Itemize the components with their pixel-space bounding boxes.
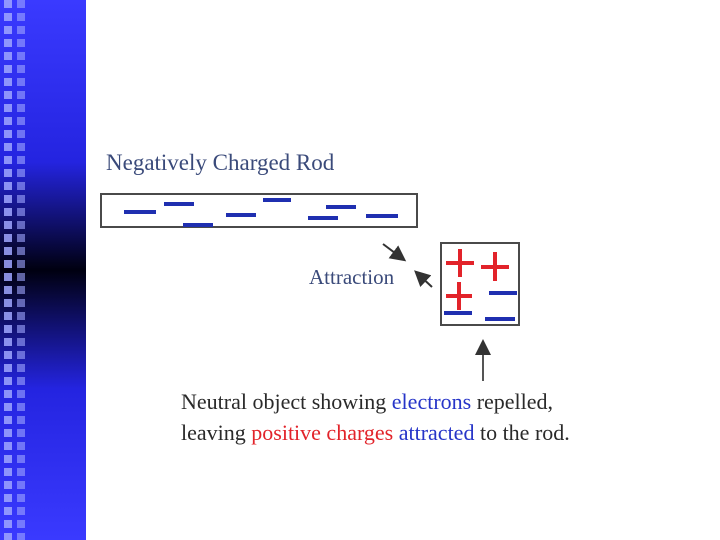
electrons-label: electrons (391, 389, 472, 414)
attracted-label: attracted (398, 420, 475, 445)
object-minus-1 (489, 291, 517, 295)
object-positive-charges (446, 249, 509, 310)
caption-text: leaving (181, 420, 252, 445)
caption-text: Neutral object showing (181, 389, 392, 414)
rod-minus-3 (183, 223, 213, 227)
caption: Neutral object showing electrons repelle… (181, 386, 570, 448)
caption-line-1: Neutral object showing electrons repelle… (181, 386, 570, 417)
rod-minus-1 (124, 210, 156, 214)
rod-minus-7 (326, 205, 356, 209)
positive-charges-label: positive charges (251, 420, 394, 445)
attraction-arrow-1 (382, 243, 407, 262)
attraction-arrow-2 (414, 270, 433, 288)
rod-minus-4 (226, 213, 256, 217)
object-plus-2 (481, 252, 509, 281)
caption-text: to the rod. (474, 420, 570, 445)
attraction-label: Attraction (309, 265, 395, 289)
rod-minus-5 (263, 198, 291, 202)
object-negative-charges (444, 291, 517, 321)
sidebar-dot-pattern-2 (17, 0, 31, 540)
neutral-object (440, 242, 520, 326)
object-minus-3 (485, 317, 515, 321)
rod-title: Negatively Charged Rod (106, 150, 335, 175)
charged-rod (100, 193, 418, 228)
object-plus-3 (446, 282, 472, 310)
rod-negative-charges (124, 198, 398, 227)
caption-text: repelled, (471, 389, 554, 414)
object-plus-1 (446, 249, 474, 277)
caption-line-2: leaving positive charges attracted to th… (181, 417, 570, 448)
slide-sidebar (0, 0, 86, 540)
rod-minus-8 (366, 214, 398, 218)
sidebar-dot-pattern (4, 0, 18, 540)
rod-minus-6 (308, 216, 338, 220)
rod-minus-2 (164, 202, 194, 206)
object-minus-2 (444, 311, 472, 315)
